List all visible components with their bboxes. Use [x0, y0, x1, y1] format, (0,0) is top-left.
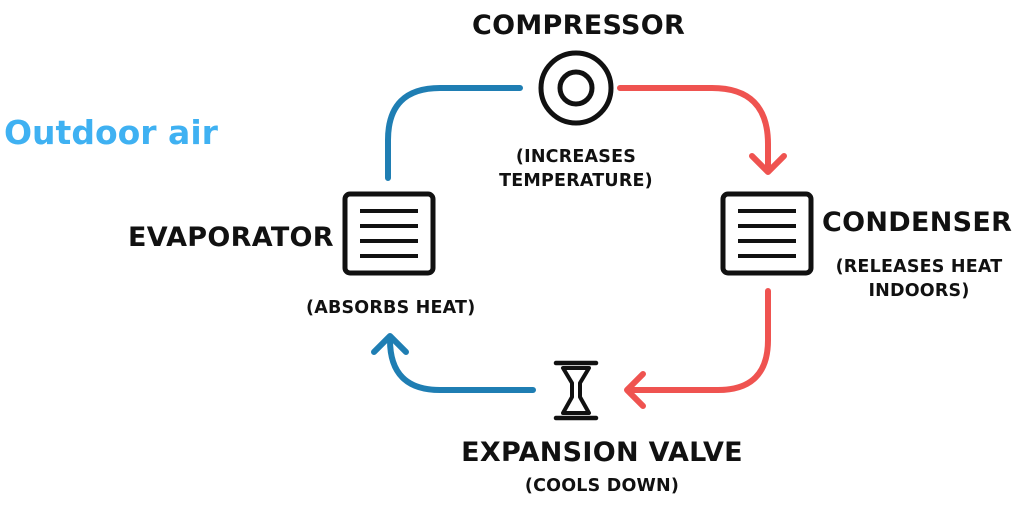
evaporator-title: EVAPORATOR — [128, 222, 334, 253]
cold-line-valve-to-evaporator — [387, 335, 536, 393]
evaporator-note: (ABSORBS HEAT) — [306, 298, 476, 318]
compressor-note: (INCREASES TEMPERATURE) — [476, 145, 676, 193]
expansion-valve-note: (COOLS DOWN) — [524, 476, 680, 496]
compressor-note-line-2: TEMPERATURE) — [499, 171, 653, 191]
condenser-note-line-1: (RELEASES HEAT — [835, 257, 1003, 277]
valve-icon — [553, 360, 599, 421]
condenser-note-line-2: INDOORS) — [868, 281, 970, 301]
expansion-valve-title: EXPANSION VALVE — [461, 437, 743, 468]
condenser-heat-exchanger-icon — [720, 191, 814, 276]
hot-line-compressor-to-condenser — [617, 85, 771, 173]
compressor-icon — [538, 50, 614, 126]
condenser-title: CONDENSER — [822, 207, 1013, 238]
arrowhead-left-to-valve — [624, 371, 646, 409]
evaporator-heat-exchanger-icon — [342, 191, 436, 276]
compressor-note-line-1: (INCREASES — [515, 147, 637, 167]
condenser-note: (RELEASES HEAT INDOORS) — [820, 255, 1018, 303]
hot-line-condenser-to-valve — [625, 288, 771, 393]
arrowhead-up-to-evaporator — [371, 333, 409, 355]
outdoor-air-label: Outdoor air — [4, 113, 218, 152]
compressor-title: COMPRESSOR — [472, 10, 686, 41]
arrowhead-down-to-condenser — [749, 153, 787, 175]
cold-line-evaporator-to-compressor — [385, 85, 523, 181]
